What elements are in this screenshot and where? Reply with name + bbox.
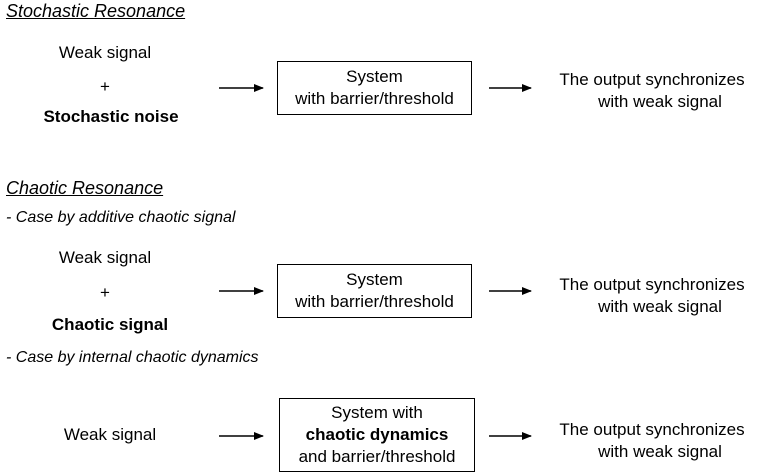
internal-system-line3: and barrier/threshold xyxy=(298,447,456,466)
stochastic-system-line2: with barrier/threshold xyxy=(295,89,454,108)
stochastic-resonance-title: Stochastic Resonance xyxy=(6,1,186,21)
additive-weak-signal: Weak signal xyxy=(58,248,152,267)
case-internal-label: - Case by internal chaotic dynamics xyxy=(6,349,259,366)
internal-system-line1: System with xyxy=(331,403,423,422)
internal-weak-signal: Weak signal xyxy=(63,425,157,444)
additive-output-line2: with weak signal xyxy=(598,297,722,316)
additive-system-box: System with barrier/threshold xyxy=(277,264,472,318)
internal-output-line1: The output synchronizes xyxy=(559,420,745,439)
additive-plus: + xyxy=(100,283,110,302)
case-additive-label: - Case by additive chaotic signal xyxy=(6,209,236,226)
internal-system-line2: chaotic dynamics xyxy=(305,425,449,444)
stochastic-system-box: System with barrier/threshold xyxy=(277,61,472,115)
additive-output-line1: The output synchronizes xyxy=(559,275,745,294)
stochastic-output-line1: The output synchronizes xyxy=(559,70,745,89)
stochastic-weak-signal: Weak signal xyxy=(58,43,152,62)
additive-system-line2: with barrier/threshold xyxy=(295,292,454,311)
chaotic-signal-label: Chaotic signal xyxy=(51,315,169,334)
internal-output-line2: with weak signal xyxy=(598,442,722,461)
stochastic-output-line2: with weak signal xyxy=(598,92,722,111)
additive-system-line1: System xyxy=(346,270,403,289)
internal-system-box: System with chaotic dynamics and barrier… xyxy=(279,398,475,472)
stochastic-system-line1: System xyxy=(346,67,403,86)
stochastic-plus: + xyxy=(100,77,110,96)
chaotic-resonance-title: Chaotic Resonance xyxy=(6,178,164,198)
stochastic-noise-label: Stochastic noise xyxy=(43,107,179,126)
